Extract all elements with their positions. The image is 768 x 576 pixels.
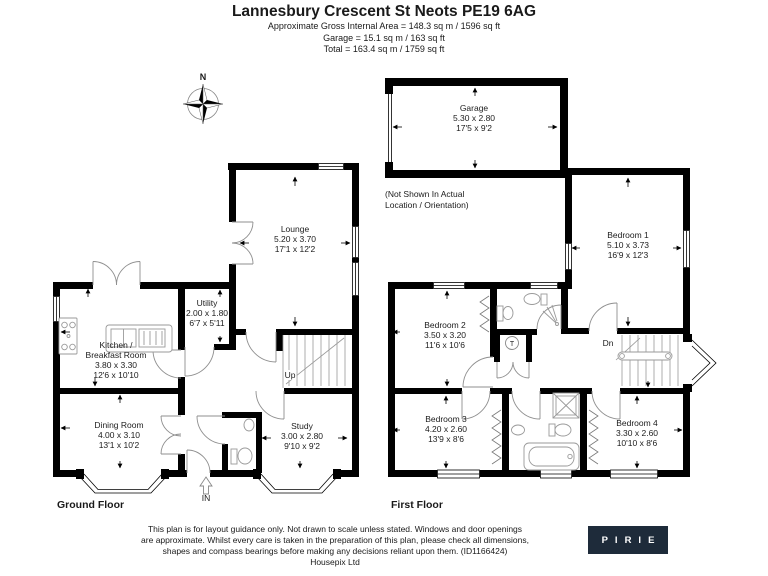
room-size-imperial: 17'5 x 9'2	[456, 123, 492, 133]
pirie-logo-text: PIRIE	[601, 534, 662, 546]
room-label-bedroom4: Bedroom 4 3.30 x 2.60 10'10 x 8'6	[616, 418, 658, 448]
room-size-metric: 4.20 x 2.60	[424, 424, 468, 434]
first-floor-plan	[388, 168, 717, 480]
garage-area-line: Garage = 15.1 sq m / 163 sq ft	[323, 32, 445, 43]
landing-bay-window	[683, 334, 717, 392]
credit-line: Housepix Ltd	[310, 557, 360, 567]
ground-floor-doors	[92, 221, 285, 474]
room-size-imperial: 6'7 x 5'11	[189, 318, 225, 328]
disclaimer-line-1: This plan is for layout guidance only. N…	[147, 524, 523, 534]
first-floor-stairs	[615, 335, 679, 386]
total-area-line: Total = 163.4 sq m / 1759 sq ft	[323, 44, 445, 54]
ground-floor-label: Ground Floor	[57, 499, 125, 511]
room-size-metric: 5.10 x 3.73	[606, 240, 650, 250]
room-label-bedroom2: Bedroom 2 3.50 x 3.20 11'6 x 10'6	[424, 320, 466, 350]
entrance-label: IN	[201, 493, 211, 503]
stairs-up-label: Up	[283, 370, 297, 380]
compass-north-label: N	[199, 72, 207, 82]
area-summary: Approximate Gross Internal Area = 148.3 …	[268, 21, 500, 56]
room-size-imperial: 9'10 x 9'2	[284, 441, 320, 451]
room-size-metric: 4.00 x 3.10	[97, 430, 141, 440]
entrance-arrow-icon	[199, 476, 213, 495]
first-floor-doors	[461, 302, 621, 420]
room-label-dining: Dining Room 4.00 x 3.10 13'1 x 10'2	[94, 420, 143, 450]
room-name: Bedroom 1	[607, 230, 649, 240]
room-size-metric: 3.30 x 2.60	[615, 428, 659, 438]
shower-room-fixtures	[496, 293, 559, 326]
bathroom-fixtures	[511, 392, 580, 471]
garage-plan	[385, 78, 568, 178]
room-name: Bedroom 3	[425, 414, 467, 424]
room-name: Garage	[459, 103, 489, 113]
stairs-down-label: Dn	[601, 338, 615, 348]
wardrobe-symbols	[479, 295, 599, 465]
tank-cupboard-icon	[505, 336, 519, 350]
room-size-imperial: 12'6 x 10'10	[93, 370, 139, 380]
disclaimer-line-2: are approximate. Whilst every care is ta…	[141, 535, 529, 545]
room-name: Study	[291, 421, 313, 431]
room-name: Lounge	[280, 224, 310, 234]
room-size-metric: 3.80 x 3.30	[94, 360, 138, 370]
ground-floor-plan	[52, 162, 360, 495]
room-label-utility: Utility 2.00 x 1.80 6'7 x 5'11	[186, 298, 228, 328]
room-label-bedroom3: Bedroom 3 4.20 x 2.60 13'9 x 8'6	[425, 414, 467, 444]
room-label-kitchen: Kitchen / Breakfast Room 3.80 x 3.30 12'…	[86, 340, 147, 380]
garage-location-note: (Not Shown In Actual Location / Orientat…	[385, 189, 469, 211]
room-name: Bedroom 2	[424, 320, 466, 330]
first-floor-windows	[433, 230, 691, 480]
wc-fixtures	[230, 418, 255, 465]
room-size-imperial: 17'1 x 12'2	[274, 244, 316, 254]
room-size-imperial: 10'10 x 8'6	[616, 438, 658, 448]
room-label-study: Study 3.00 x 2.80 9'10 x 9'2	[281, 421, 323, 451]
disclaimer-text: This plan is for layout guidance only. N…	[95, 524, 575, 568]
room-name-line-2: Breakfast Room	[85, 350, 147, 360]
first-floor-label: First Floor	[391, 499, 443, 511]
tank-label: T	[509, 340, 515, 348]
room-size-imperial: 11'6 x 10'6	[425, 340, 465, 350]
pirie-logo: PIRIE	[588, 526, 668, 554]
room-size-metric: 5.30 x 2.80	[452, 113, 496, 123]
disclaimer-line-3: shapes and compass bearings before makin…	[162, 546, 508, 556]
first-floor-walls	[388, 168, 690, 477]
ground-floor-dimension-arrows	[60, 176, 351, 469]
room-size-metric: 3.50 x 3.20	[423, 330, 467, 340]
room-size-metric: 3.00 x 2.80	[280, 431, 324, 441]
room-size-imperial: 16'9 x 12'3	[607, 250, 649, 260]
room-label-garage: Garage 5.30 x 2.80 17'5 x 9'2	[453, 103, 495, 133]
room-size-metric: 5.20 x 3.70	[273, 234, 317, 244]
room-label-bedroom1: Bedroom 1 5.10 x 3.73 16'9 x 12'3	[607, 230, 649, 260]
ground-floor-stairs	[282, 335, 346, 388]
page-title: Lannesbury Crescent St Neots PE19 6AG	[231, 3, 537, 20]
kitchen-fixtures	[58, 317, 173, 355]
room-size-metric: 2.00 x 1.80	[185, 308, 229, 318]
ground-floor-bay-windows	[76, 469, 341, 494]
room-name: Utility	[196, 298, 218, 308]
room-name: Dining Room	[94, 420, 144, 430]
room-name-line-1: Kitchen /	[99, 340, 133, 350]
area-line: Approximate Gross Internal Area = 148.3 …	[267, 21, 501, 31]
room-label-lounge: Lounge 5.20 x 3.70 17'1 x 12'2	[274, 224, 316, 254]
note-line-2: Location / Orientation)	[385, 200, 469, 210]
room-name: Bedroom 4	[616, 418, 658, 428]
ground-floor-windows	[52, 162, 360, 322]
note-line-1: (Not Shown In Actual	[385, 189, 465, 199]
room-size-imperial: 13'9 x 8'6	[428, 434, 464, 444]
compass-icon	[182, 83, 224, 125]
ground-floor-walls	[53, 163, 359, 477]
first-floor-dimension-arrows	[392, 177, 683, 469]
room-size-imperial: 13'1 x 10'2	[98, 440, 140, 450]
